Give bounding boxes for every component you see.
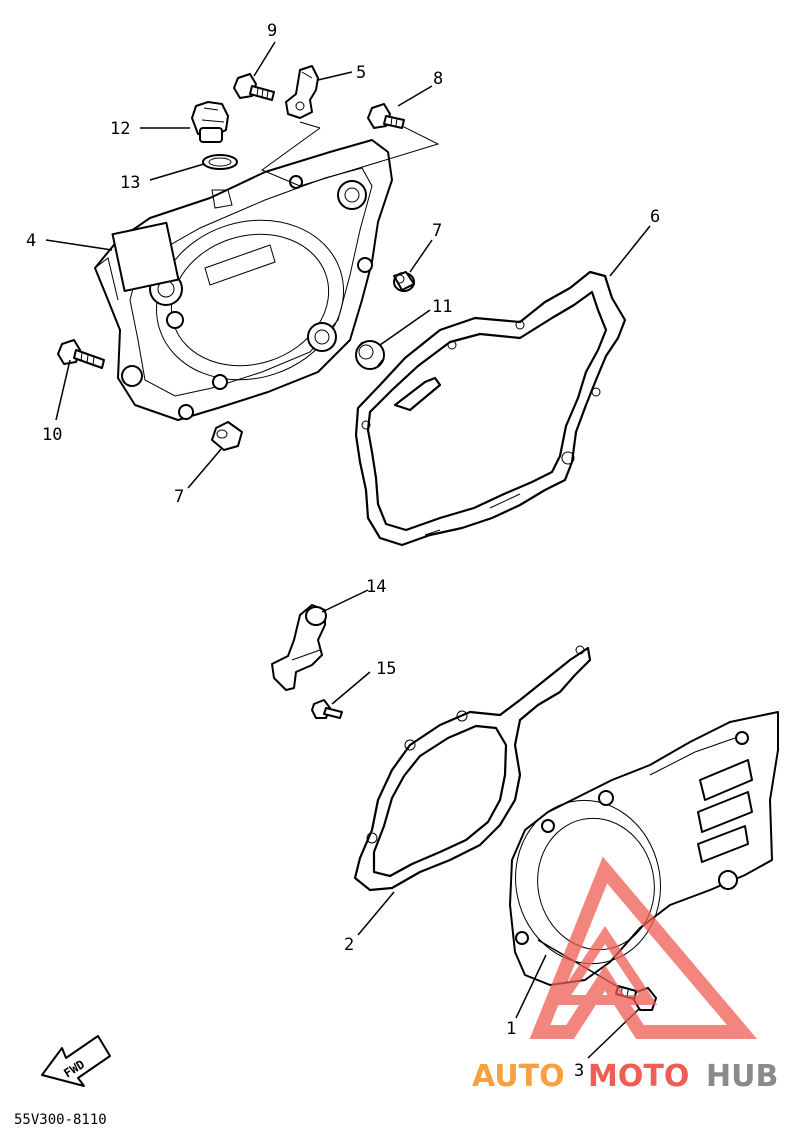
callout-9: 9	[267, 21, 277, 41]
filler-plug-part-12	[191, 101, 229, 143]
callout-4: 4	[26, 231, 36, 251]
callout-3: 3	[574, 1061, 584, 1081]
watermark-logo	[529, 856, 758, 1039]
leader-lines	[45, 41, 651, 1059]
callout-8: 8	[433, 69, 443, 89]
bracket-part-5	[285, 65, 319, 119]
gasket-part-2-inner	[372, 724, 508, 878]
gasket-hole	[591, 387, 601, 397]
watermark-text: AUTO MOTO HUB	[472, 1059, 778, 1094]
gasket-hole	[366, 832, 378, 844]
o-ring-part-13	[202, 154, 238, 170]
crankcase-cover-part-4	[94, 139, 393, 421]
callout-2: 2	[344, 935, 354, 955]
drawing-code: 55V300-8110	[14, 1112, 107, 1128]
gasket-part-2	[353, 646, 592, 892]
dowel-pin-part-7-upper	[393, 271, 415, 292]
gasket-hole	[575, 645, 585, 655]
gasket-hole	[404, 739, 416, 751]
gasket-hole	[561, 451, 575, 465]
callout-1: 1	[506, 1019, 516, 1039]
assembly-link-9-5-8	[260, 121, 440, 187]
callout-12: 12	[110, 119, 130, 139]
callout-5: 5	[356, 63, 366, 83]
callout-11: 11	[432, 297, 452, 317]
bolt-part-10	[57, 339, 105, 369]
callout-13: 13	[120, 173, 140, 193]
watermark-hub: HUB	[706, 1059, 778, 1094]
callout-6: 6	[650, 207, 660, 227]
callout-labels: 9 5 8 12 13 4 7 6 11 10 7 14 15 2 1 3	[26, 21, 660, 1081]
callout-7-lower: 7	[174, 487, 184, 507]
forward-direction-arrow: FWD	[41, 1035, 111, 1087]
gasket-part-6-slot	[393, 376, 442, 412]
callout-10: 10	[42, 425, 62, 445]
gasket-hole	[456, 710, 468, 722]
watermark-moto: MOTO	[588, 1059, 689, 1094]
generator-cover-part-1	[509, 711, 779, 986]
watermark-auto: AUTO	[472, 1059, 565, 1094]
callout-14: 14	[366, 577, 386, 597]
gasket-part-6	[354, 270, 627, 547]
dowel-pin-part-7-lower	[211, 421, 243, 451]
gasket-hole	[447, 340, 457, 350]
bracket-part-14	[271, 604, 327, 691]
bolt-part-9	[233, 73, 275, 101]
screw-part-15	[311, 699, 343, 719]
gasket-detail	[424, 493, 521, 536]
callout-7-upper: 7	[432, 221, 442, 241]
gasket-hole	[361, 420, 371, 430]
gasket-hole	[515, 320, 525, 330]
bolt-part-8	[367, 103, 405, 129]
oil-seal-part-11	[355, 340, 385, 370]
gasket-part-6-inner	[366, 290, 608, 532]
o-ring-inner	[208, 157, 232, 167]
callout-15: 15	[376, 659, 396, 679]
